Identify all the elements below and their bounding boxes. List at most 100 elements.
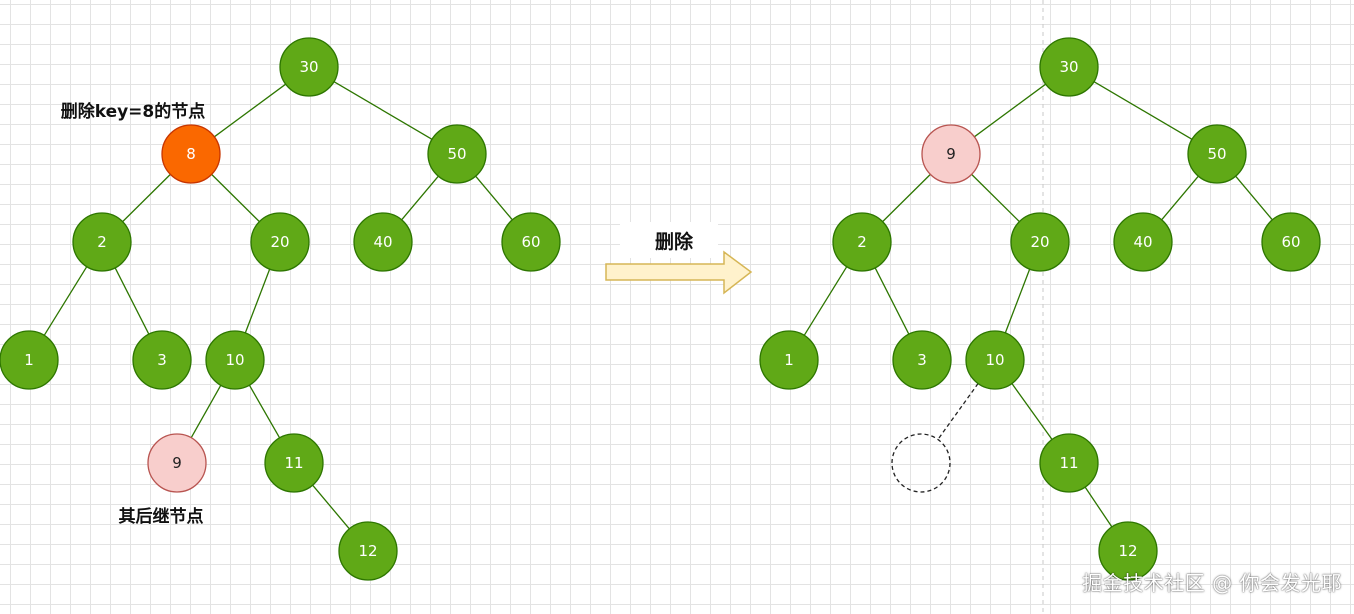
right-arrow-icon <box>605 250 753 295</box>
before-node-circle-60 <box>501 212 561 272</box>
before-node-2: 2 <box>72 212 132 272</box>
after-node-label-12: 12 <box>1118 542 1137 560</box>
before-node-circle-11 <box>264 433 324 493</box>
after-node-label-10: 10 <box>985 351 1004 369</box>
after-edge-2-1 <box>803 266 848 336</box>
after-node-3: 3 <box>892 330 952 390</box>
after-node-label-50: 50 <box>1207 145 1226 163</box>
before-node-circle-20 <box>250 212 310 272</box>
before-node-circle-2 <box>72 212 132 272</box>
before-edge-30-8 <box>213 83 287 138</box>
before-edge-2-1 <box>43 266 88 336</box>
before-node-circle-50 <box>427 124 487 184</box>
before-node-circle-3 <box>132 330 192 390</box>
after-node-label-11: 11 <box>1059 454 1078 472</box>
after-node-circle-60 <box>1261 212 1321 272</box>
before-edge-2-3 <box>114 267 150 335</box>
after-node-label-40: 40 <box>1133 233 1152 251</box>
before-tree-edges <box>43 81 513 530</box>
after-edge-2-3 <box>874 267 910 335</box>
after-node-circle-2 <box>832 212 892 272</box>
before-node-label-3: 3 <box>157 351 167 369</box>
before-edge-50-60 <box>475 175 513 221</box>
after-node-30: 30 <box>1039 37 1099 97</box>
before-node-50: 50 <box>427 124 487 184</box>
before-node-30: 30 <box>279 37 339 97</box>
after-node-50: 50 <box>1187 124 1247 184</box>
before-node-40: 40 <box>353 212 413 272</box>
after-edge-30-50 <box>1093 81 1193 140</box>
after-edge-9-2 <box>882 173 931 223</box>
after-node-1: 1 <box>759 330 819 390</box>
before-node-label-40: 40 <box>373 233 392 251</box>
before-node-3: 3 <box>132 330 192 390</box>
after-edge-20-10 <box>1004 268 1031 334</box>
before-node-60: 60 <box>501 212 561 272</box>
after-tree-edges <box>803 81 1273 528</box>
after-edge-11-12 <box>1084 486 1113 528</box>
arrow-label: 删除 <box>655 230 694 253</box>
before-node-circle-40 <box>353 212 413 272</box>
before-node-label-11: 11 <box>284 454 303 472</box>
after-tree: 30 9 50 2 20 40 60 1 3 10 11 12 <box>759 37 1321 581</box>
before-node-1: 1 <box>0 330 59 390</box>
before-node-9: 9 <box>147 433 207 493</box>
arrow-label-background <box>620 222 718 258</box>
before-edge-8-20 <box>211 173 260 223</box>
delete-arrow: 删除 <box>605 222 753 295</box>
before-node-label-2: 2 <box>97 233 107 251</box>
after-node-40: 40 <box>1113 212 1173 272</box>
before-node-8: 8 <box>161 124 221 184</box>
watermark: 掘金技术社区 @ 你会发光耶 <box>1082 571 1342 595</box>
before-node-20: 20 <box>250 212 310 272</box>
after-edge-30-9 <box>973 83 1047 138</box>
after-node-label-3: 3 <box>917 351 927 369</box>
after-node-circle-10 <box>965 330 1025 390</box>
after-node-label-9: 9 <box>946 145 956 163</box>
before-edge-20-10 <box>244 268 271 334</box>
before-node-circle-10 <box>205 330 265 390</box>
before-edge-8-2 <box>122 173 171 223</box>
before-edge-30-50 <box>333 81 433 140</box>
before-node-label-10: 10 <box>225 351 244 369</box>
after-edge-10-11 <box>1011 383 1053 440</box>
before-node-circle-1 <box>0 330 59 390</box>
after-node-circle-40 <box>1113 212 1173 272</box>
after-node-label-30: 30 <box>1059 58 1078 76</box>
before-node-label-8: 8 <box>186 145 196 163</box>
before-node-circle-12 <box>338 521 398 581</box>
after-edge-50-60 <box>1235 175 1273 221</box>
after-node-circle-empty <box>891 433 951 493</box>
after-node-circle-11 <box>1039 433 1099 493</box>
before-node-label-50: 50 <box>447 145 466 163</box>
after-node-circle-3 <box>892 330 952 390</box>
before-node-label-30: 30 <box>299 58 318 76</box>
after-edge-9-20 <box>971 173 1020 223</box>
after-node-label-2: 2 <box>857 233 867 251</box>
after-node-circle-50 <box>1187 124 1247 184</box>
after-node-circle-30 <box>1039 37 1099 97</box>
after-node-empty <box>891 433 951 493</box>
before-node-label-60: 60 <box>521 233 540 251</box>
after-node-label-20: 20 <box>1030 233 1049 251</box>
after-edge-50-40 <box>1161 175 1199 221</box>
before-edge-11-12 <box>312 484 350 530</box>
before-node-circle-30 <box>279 37 339 97</box>
after-node-circle-12 <box>1098 521 1158 581</box>
before-node-label-12: 12 <box>358 542 377 560</box>
before-edge-10-9 <box>190 384 222 439</box>
after-node-10: 10 <box>965 330 1025 390</box>
after-node-11: 11 <box>1039 433 1099 493</box>
after-node-circle-20 <box>1010 212 1070 272</box>
after-node-60: 60 <box>1261 212 1321 272</box>
before-node-label-1: 1 <box>24 351 34 369</box>
after-node-2: 2 <box>832 212 892 272</box>
before-node-circle-8 <box>161 124 221 184</box>
after-node-12: 12 <box>1098 521 1158 581</box>
before-tree: 30 8 50 2 20 40 60 1 3 10 9 11 12 <box>0 37 561 581</box>
after-node-circle-9 <box>921 124 981 184</box>
before-node-circle-9 <box>147 433 207 493</box>
delete-node-label: 删除key=8的节点 <box>61 101 206 122</box>
after-node-20: 20 <box>1010 212 1070 272</box>
